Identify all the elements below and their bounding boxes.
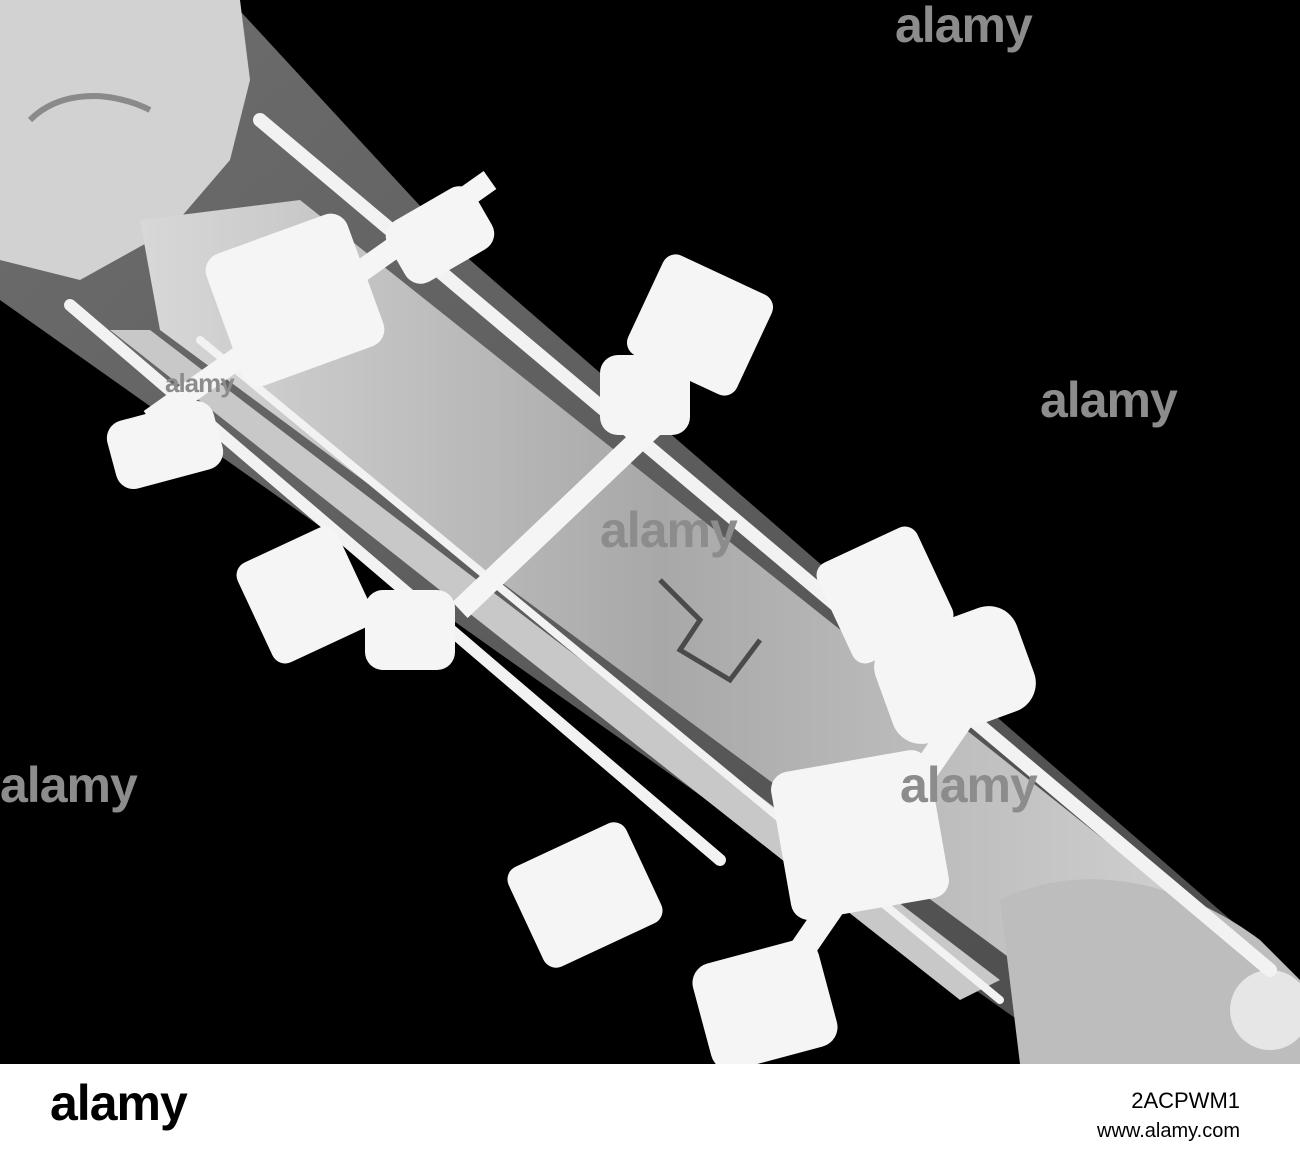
site-url: www.alamy.com (1097, 1120, 1240, 1142)
watermark-text: alamy (165, 368, 235, 398)
talus (1230, 970, 1300, 1050)
knee-joint-line (27, 93, 152, 123)
fibula (110, 330, 1000, 1000)
femur-condyle (0, 0, 250, 280)
xray-image: alamy alamy alamy alamy alamy alamy (0, 0, 1300, 1064)
watermark-text: alamy (1040, 372, 1178, 428)
watermark-text: alamy (900, 757, 1038, 813)
fracture-line (658, 578, 762, 684)
footer-logo: alamy (50, 1075, 188, 1131)
watermark-text: alamy (0, 757, 138, 813)
xray-drawing (0, 0, 1300, 1064)
image-id-label: 2ACPWM1 (1131, 1088, 1240, 1113)
footer-bar: alamy 2ACPWM1 www.alamy.com (0, 1064, 1300, 1156)
fixator-clamps (106, 186, 1036, 1064)
watermark-text: alamy (600, 502, 738, 558)
watermark-text: alamy (895, 0, 1033, 53)
